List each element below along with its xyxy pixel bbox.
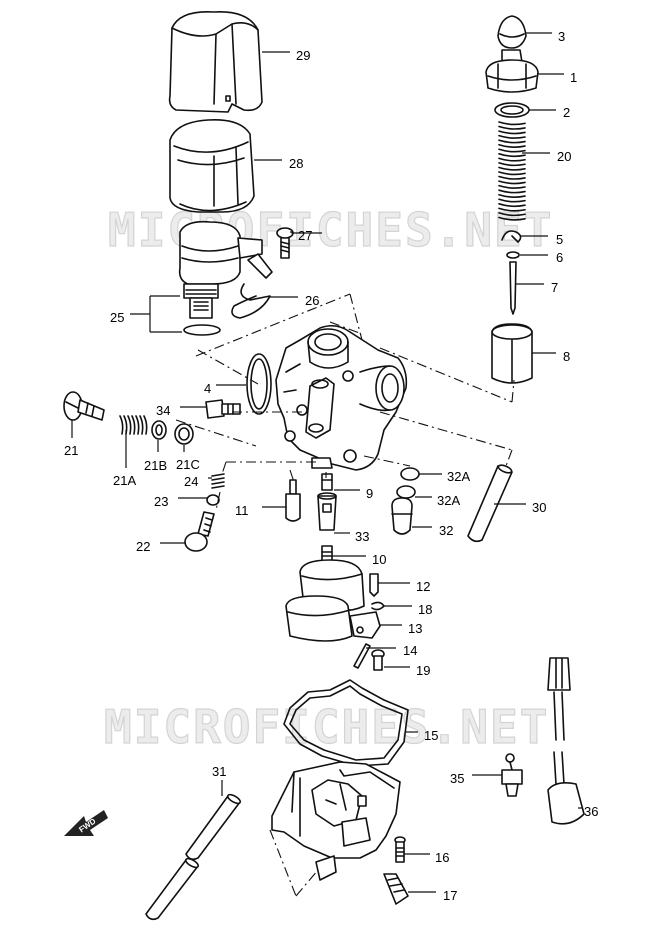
part-13-float	[285, 559, 381, 642]
callout-c29: 29	[296, 48, 310, 63]
callout-c3: 3	[558, 29, 565, 44]
callout-c23: 23	[154, 494, 168, 509]
callout-c8: 8	[563, 349, 570, 364]
part-24-spring	[211, 473, 225, 489]
part-9-jet	[321, 473, 333, 491]
carburetor-body	[275, 324, 408, 471]
part-25-solenoid-valve	[178, 220, 263, 336]
callout-c35: 35	[450, 771, 464, 786]
callout-c21B: 21B	[144, 458, 167, 473]
callout-c5: 5	[556, 232, 563, 247]
callout-c34: 34	[156, 403, 170, 418]
callout-c27: 27	[298, 228, 312, 243]
part-21-screw	[63, 391, 105, 421]
callout-c12: 12	[416, 579, 430, 594]
callout-c15: 15	[424, 728, 438, 743]
part-20-spring	[498, 121, 526, 221]
part-8-throttle-valve	[491, 323, 533, 384]
float-chamber	[271, 761, 401, 881]
part-32A-o-rings	[396, 467, 420, 499]
part-6-ring	[506, 251, 520, 259]
callout-c21: 21	[64, 443, 78, 458]
watermark-top: MICROFICHES.NET	[108, 203, 553, 257]
part-23-o-ring	[206, 494, 220, 506]
part-21A-spring	[119, 415, 148, 435]
callout-c32A_1: 32A	[447, 469, 470, 484]
part-27-screw	[276, 227, 294, 259]
fwd-arrow: FWD	[64, 810, 108, 836]
callout-c13: 13	[408, 621, 422, 636]
part-28-boot	[169, 118, 255, 213]
part-26-bracket	[231, 253, 273, 319]
part-22-screw	[184, 511, 215, 552]
callout-c6: 6	[556, 250, 563, 265]
callout-c32: 32	[439, 523, 453, 538]
callout-c18: 18	[418, 602, 432, 617]
callout-c19: 19	[416, 663, 430, 678]
part-21C-o-ring	[174, 423, 194, 445]
part-36-connector	[547, 657, 585, 825]
part-15-gasket	[283, 679, 409, 767]
callout-c10: 10	[372, 552, 386, 567]
part-30-hose	[467, 464, 513, 543]
callout-c1: 1	[570, 70, 577, 85]
part-5-clip	[501, 230, 522, 243]
callout-c7: 7	[551, 280, 558, 295]
callout-c2: 2	[563, 105, 570, 120]
callout-25-bracket	[130, 295, 182, 333]
callout-c9: 9	[366, 486, 373, 501]
callout-c14: 14	[403, 643, 417, 658]
part-11-jet	[285, 479, 301, 522]
callout-c25: 25	[110, 310, 124, 325]
callout-c4: 4	[204, 381, 211, 396]
part-1-nut	[485, 49, 539, 93]
part-21B-washer	[151, 420, 167, 440]
callout-c32A_2: 32A	[437, 493, 460, 508]
callout-c17: 17	[443, 888, 457, 903]
part-32-plug	[391, 497, 413, 535]
callout-c16: 16	[435, 850, 449, 865]
callout-c11: 11	[235, 503, 249, 518]
part-35-sensor	[501, 753, 523, 797]
leader-lines	[71, 32, 582, 893]
part-3-cap	[497, 15, 527, 49]
callout-c20: 20	[557, 149, 571, 164]
callout-c21A: 21A	[113, 473, 136, 488]
part-14-pin	[353, 643, 371, 669]
part-4-o-ring	[246, 353, 272, 415]
part-17-screw	[383, 873, 409, 905]
callout-c24: 24	[184, 474, 198, 489]
callout-c36: 36	[584, 804, 598, 819]
part-18-clip	[371, 601, 385, 611]
reference-lines	[175, 293, 515, 897]
part-33-needle-jet	[317, 492, 337, 531]
part-12-needle-valve	[369, 573, 379, 597]
callout-c28: 28	[289, 156, 303, 171]
part-2-washer	[494, 102, 530, 118]
callout-c33: 33	[355, 529, 369, 544]
watermark-bottom: MICROFICHES.NET	[104, 700, 549, 754]
part-19-screw	[371, 649, 385, 671]
callout-c31: 31	[212, 764, 226, 779]
part-34-screw	[205, 399, 241, 419]
part-7-needle	[509, 261, 517, 315]
callout-c26: 26	[305, 293, 319, 308]
part-16-screw	[394, 836, 406, 863]
callout-c30: 30	[532, 500, 546, 515]
callout-c21C: 21C	[176, 457, 200, 472]
callout-c22: 22	[136, 539, 150, 554]
part-31-hose	[145, 793, 242, 921]
part-29-cover	[168, 11, 263, 113]
